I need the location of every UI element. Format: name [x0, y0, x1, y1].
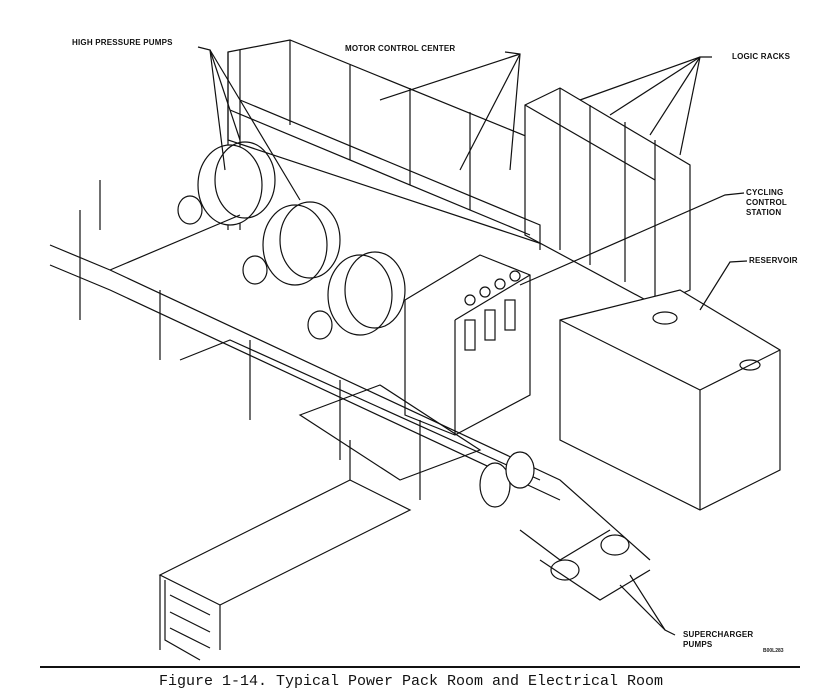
label-reservoir: RESERVOIR — [749, 256, 798, 265]
label-motor-control-center: MOTOR CONTROL CENTER — [345, 44, 456, 53]
high-pressure-pumps — [177, 141, 406, 340]
drawing-code: B00L283 — [763, 648, 784, 654]
logic-racks — [524, 87, 691, 306]
catwalk-stairs — [158, 440, 412, 661]
supercharger-pumps — [479, 451, 651, 601]
label-high-pressure-pumps: HIGH PRESSURE PUMPS — [72, 38, 173, 47]
label-cycling-control-station: CYCLING CONTROL STATION — [746, 188, 787, 217]
label-supercharger-pumps: SUPERCHARGER PUMPS — [683, 630, 754, 649]
callout-leaders — [197, 46, 748, 636]
figure-caption: Figure 1-14. Typical Power Pack Room and… — [158, 673, 664, 690]
motor-control-center — [227, 39, 561, 251]
caption-rule — [40, 666, 800, 668]
label-logic-racks: LOGIC RACKS — [732, 52, 791, 61]
cycling-control-station — [404, 254, 531, 436]
platform-floor — [49, 99, 651, 561]
reservoir — [559, 289, 781, 511]
